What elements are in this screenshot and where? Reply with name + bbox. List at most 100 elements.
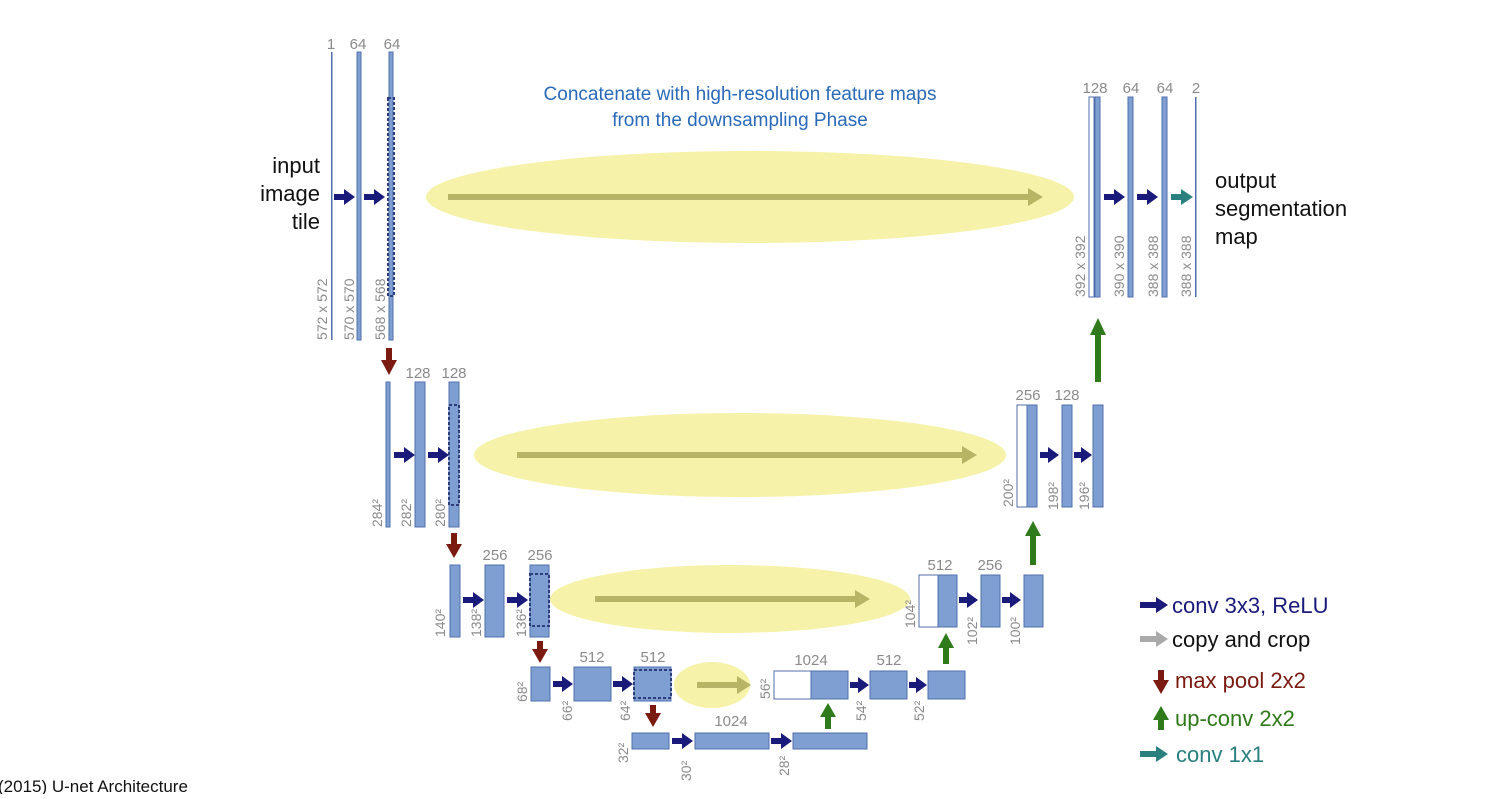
size-label: 196² bbox=[1076, 482, 1092, 510]
input-label-line-2: image bbox=[260, 181, 320, 206]
copy-crop-arrow-2 bbox=[517, 446, 977, 464]
channel-label: 512 bbox=[927, 557, 952, 574]
size-label: 284² bbox=[369, 499, 385, 527]
channel-label: 512 bbox=[640, 649, 665, 666]
feature-map bbox=[1023, 574, 1044, 628]
feature-map bbox=[1094, 96, 1101, 298]
size-label: 52² bbox=[911, 700, 927, 721]
banner-line-1: Concatenate with high-resolution feature… bbox=[544, 84, 937, 105]
size-label: 572 x 572 bbox=[314, 278, 330, 340]
feature-map bbox=[810, 670, 849, 700]
channel-label: 2 bbox=[1192, 80, 1200, 97]
banner-line-2: from the downsampling Phase bbox=[612, 110, 868, 131]
size-label: 198² bbox=[1045, 482, 1061, 510]
feature-map bbox=[927, 670, 966, 700]
output-label-line-1: output bbox=[1215, 168, 1276, 193]
up-conv-arrow bbox=[1090, 318, 1106, 382]
legend-label: max pool 2x2 bbox=[1175, 668, 1306, 693]
output-label-line-3: map bbox=[1215, 224, 1258, 249]
size-label: 392 x 392 bbox=[1072, 235, 1088, 297]
channel-label: 128 bbox=[441, 365, 466, 382]
size-label: 56² bbox=[757, 678, 773, 699]
channel-label: 1024 bbox=[714, 713, 747, 730]
size-label: 282² bbox=[398, 499, 414, 527]
legend: conv 3x3, ReLU copy and crop max pool 2x… bbox=[1140, 593, 1329, 767]
conv-arrow bbox=[334, 189, 355, 205]
feature-map bbox=[1026, 404, 1038, 508]
channel-label: 128 bbox=[1054, 387, 1079, 404]
feature-map bbox=[937, 574, 958, 628]
right-arrow-icon bbox=[1140, 631, 1168, 647]
conv-arrow bbox=[364, 189, 385, 205]
max-pool-arrow bbox=[446, 533, 462, 558]
feature-map bbox=[694, 732, 770, 750]
size-label: 280² bbox=[432, 499, 448, 527]
feature-map bbox=[792, 732, 868, 750]
size-label: 200² bbox=[1000, 479, 1016, 507]
max-pool-arrow bbox=[381, 348, 397, 375]
conv-arrow bbox=[463, 592, 484, 608]
conv-1x1-arrow bbox=[1171, 189, 1193, 205]
channel-label: 512 bbox=[876, 652, 901, 669]
size-label: 64² bbox=[617, 700, 633, 721]
feature-map bbox=[1161, 96, 1168, 298]
size-label: 140² bbox=[432, 609, 448, 637]
conv-arrow bbox=[909, 677, 927, 693]
size-label: 568 x 568 bbox=[372, 278, 388, 340]
input-label-line-1: input bbox=[272, 153, 320, 178]
feature-map bbox=[633, 666, 672, 702]
legend-item-copy: copy and crop bbox=[1140, 627, 1310, 652]
size-label: 136² bbox=[513, 609, 529, 637]
conv-arrow bbox=[613, 676, 633, 692]
copy-crop-arrow-3 bbox=[595, 590, 870, 608]
channel-label: 128 bbox=[405, 365, 430, 382]
size-label: 32² bbox=[615, 742, 631, 763]
conv-arrow bbox=[1074, 447, 1092, 463]
legend-label: conv 3x3, ReLU bbox=[1172, 593, 1329, 618]
input-label-line-3: tile bbox=[292, 209, 320, 234]
legend-item-conv: conv 3x3, ReLU bbox=[1140, 593, 1329, 618]
copy-crop-arrow-4 bbox=[697, 676, 751, 694]
size-label: 388 x 388 bbox=[1178, 235, 1194, 297]
legend-label: up-conv 2x2 bbox=[1175, 706, 1295, 731]
channel-label: 256 bbox=[482, 547, 507, 564]
size-label: 66² bbox=[559, 700, 575, 721]
conv-arrow bbox=[850, 677, 869, 693]
figure-caption: (2015) U-net Architecture bbox=[0, 777, 188, 794]
size-label: 390 x 390 bbox=[1111, 235, 1127, 297]
channel-label: 64 bbox=[1123, 80, 1140, 97]
feature-map bbox=[1092, 404, 1104, 508]
channel-label: 64 bbox=[1157, 80, 1174, 97]
up-conv-arrow bbox=[820, 703, 836, 729]
right-arrow-icon bbox=[1140, 746, 1168, 762]
conv-arrow bbox=[507, 592, 528, 608]
feature-map bbox=[484, 564, 505, 638]
channel-label: 256 bbox=[527, 547, 552, 564]
legend-label: copy and crop bbox=[1172, 627, 1310, 652]
size-label: 104² bbox=[902, 600, 918, 628]
conv-arrow bbox=[1002, 592, 1021, 608]
channel-label: 128 bbox=[1082, 80, 1107, 97]
size-label: 28² bbox=[776, 755, 792, 776]
feature-map bbox=[331, 52, 333, 340]
output-label-line-2: segmentation bbox=[1215, 196, 1347, 221]
up-arrow-icon bbox=[1153, 706, 1169, 730]
down-arrow-icon bbox=[1153, 670, 1169, 694]
feature-map bbox=[1127, 96, 1134, 298]
feature-map bbox=[385, 381, 391, 528]
conv-arrow bbox=[771, 733, 792, 749]
channel-label: 64 bbox=[384, 36, 401, 53]
max-pool-arrow bbox=[532, 641, 548, 663]
feature-map bbox=[573, 666, 612, 702]
size-label: 54² bbox=[853, 700, 869, 721]
feature-map bbox=[356, 51, 362, 341]
feature-map bbox=[869, 670, 908, 700]
size-label: 30² bbox=[678, 760, 694, 781]
conv-arrow bbox=[428, 447, 449, 463]
channel-label: 256 bbox=[977, 557, 1002, 574]
crop-region bbox=[529, 573, 550, 627]
feature-map bbox=[631, 732, 670, 750]
feature-map-copied bbox=[918, 574, 939, 628]
size-label: 388 x 388 bbox=[1145, 235, 1161, 297]
